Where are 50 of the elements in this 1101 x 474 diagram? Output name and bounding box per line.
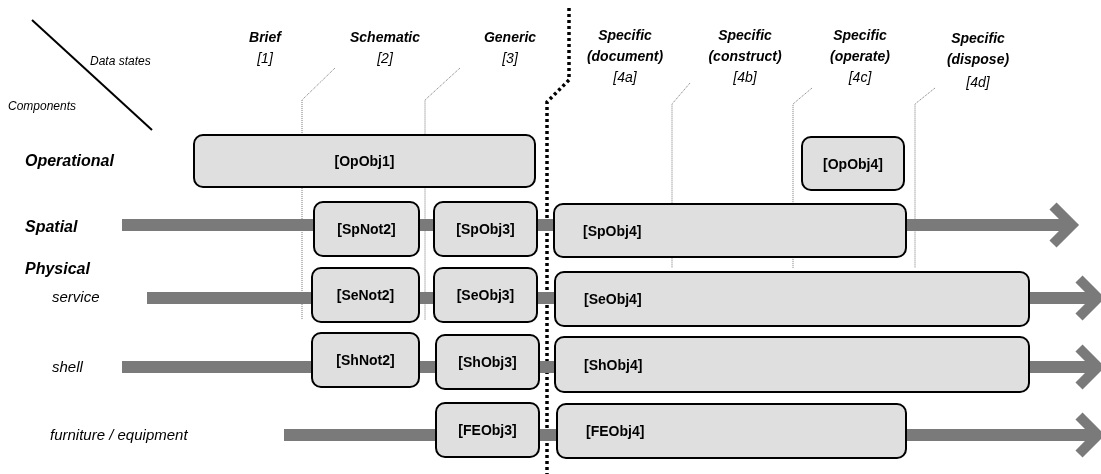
column-header: Brief [248,29,283,45]
column-number: [3] [501,50,519,66]
object-box: [SeNot2] [311,267,420,323]
column-number: [4b] [732,69,758,85]
column-number: [4a] [612,69,638,85]
object-box: [SeObj4] [554,271,1030,327]
column-header: Schematic [348,29,421,45]
object-box: [SpObj4] [553,203,907,258]
arrow [907,201,1077,249]
row-label: shell [52,358,83,375]
column-number: [1] [256,50,274,66]
connector-line [122,361,311,373]
row-label: furniture / equipment [50,426,188,443]
connector-line [284,429,435,441]
object-box: [OpObj1] [193,134,536,188]
object-box: [ShObj3] [435,334,540,390]
object-box: [SeObj3] [433,267,538,323]
column-number: [2] [376,50,394,66]
connector-line [420,219,433,231]
column-header: Specific (dispose) [945,29,1011,69]
axis-label: Data states [90,54,151,68]
axis-label: Components [8,99,77,113]
column-number: [4d] [965,74,991,90]
column-header: Specific (document) [585,26,665,66]
connector-line [122,219,313,231]
connector-line [540,361,554,373]
connector-line [538,292,554,304]
object-box: [FEObj3] [435,402,540,458]
object-box: [SpObj3] [433,201,538,257]
column-header: Specific (construct) [707,26,783,66]
object-box: [SpNot2] [313,201,420,257]
connector-line [420,361,435,373]
object-box: [ShNot2] [311,332,420,388]
column-header: Generic [482,29,538,45]
connector-line [420,292,433,304]
row-label: Spatial [25,218,78,236]
connector-line [147,292,311,304]
row-label: service [52,288,100,305]
row-label: Operational [25,152,114,170]
arrow [1030,343,1101,391]
arrow [1030,274,1101,322]
row-label: Physical [25,260,90,278]
connector-line [540,429,556,441]
object-box: [FEObj4] [556,403,907,459]
column-number: [4c] [847,69,873,85]
arrow [907,411,1101,459]
connector-line [538,219,553,231]
object-box: [OpObj4] [801,136,905,191]
object-box: [ShObj4] [554,336,1030,393]
column-header: Specific (operate) [829,26,891,66]
